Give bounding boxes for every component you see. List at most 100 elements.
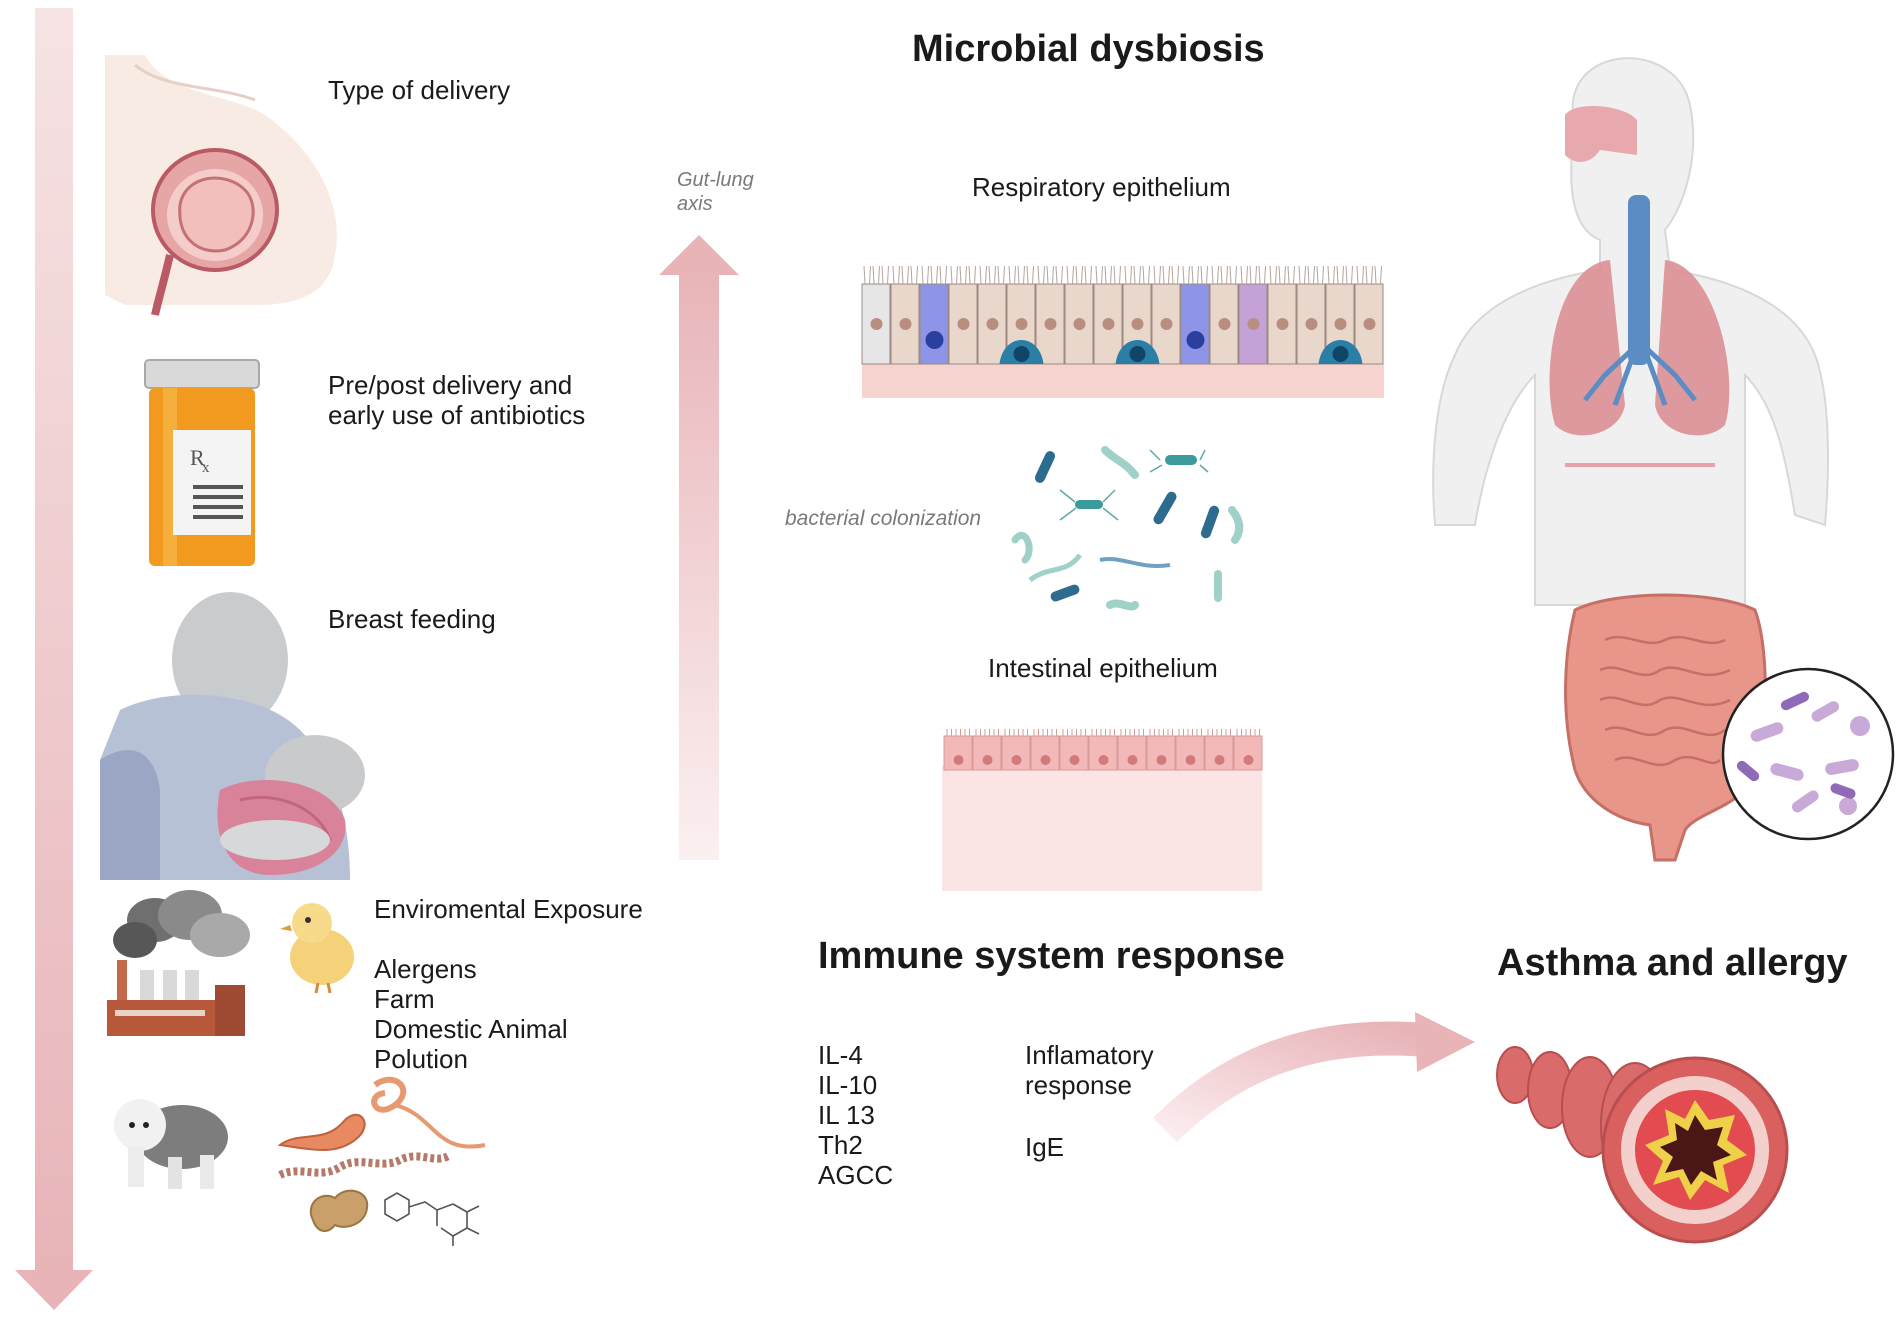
cytokine-item: IL 13 xyxy=(818,1100,875,1130)
cell-nucleus xyxy=(1073,318,1086,330)
cell-nucleus xyxy=(1129,346,1146,362)
cilia xyxy=(898,265,900,285)
cilia xyxy=(1043,265,1045,285)
cytokine-list: IL-4 IL-10 IL 13 Th2 AGCC xyxy=(818,1040,893,1190)
cilia xyxy=(1264,265,1266,285)
cilia xyxy=(1246,265,1248,285)
microbiome-circle-icon xyxy=(1721,667,1895,841)
respiratory-epithelium-label: Respiratory epithelium xyxy=(972,172,1231,202)
cilia xyxy=(878,265,880,285)
cilia xyxy=(887,265,889,285)
respiratory-epithelium-icon xyxy=(861,265,1384,398)
pill-bottle-icon: R x xyxy=(144,359,260,566)
cilia xyxy=(930,265,933,285)
cilia xyxy=(1119,265,1121,285)
cell-nucleus xyxy=(1131,318,1144,330)
cilia xyxy=(1171,265,1174,285)
intestinal-epithelium-icon xyxy=(942,729,1263,891)
type-of-delivery-label: Type of delivery xyxy=(328,75,511,105)
cilia xyxy=(945,265,947,285)
cell-nucleus xyxy=(1247,318,1260,330)
cilia xyxy=(1374,265,1377,285)
cilia xyxy=(1162,265,1165,285)
cilia xyxy=(1362,265,1364,285)
breast-feeding-label: Breast feeding xyxy=(328,604,496,634)
cilia xyxy=(1084,265,1087,285)
cilia xyxy=(1327,265,1330,285)
curved-arrow xyxy=(1152,1012,1475,1143)
environmental-item: Farm xyxy=(374,984,435,1014)
cell-nucleus xyxy=(1069,755,1080,765)
factory-icon xyxy=(107,890,250,1036)
cilia xyxy=(1191,265,1194,285)
cilia xyxy=(1026,265,1029,285)
cilia xyxy=(1220,265,1223,285)
environmental-items-list: Alergens Farm Domestic Animal Polution xyxy=(374,954,568,1074)
cilia xyxy=(965,265,967,285)
cilia xyxy=(1258,265,1261,285)
gut-lung-axis-label: Gut-lung axis xyxy=(677,169,754,215)
cilia xyxy=(1014,265,1016,285)
environmental-item: Domestic Animal xyxy=(374,1014,568,1044)
cell-nucleus xyxy=(1363,318,1376,330)
timeline-down-arrow xyxy=(15,8,93,1310)
cilia xyxy=(1356,265,1359,285)
environmental-exposure-heading: Enviromental Exposure xyxy=(374,894,643,924)
cilia xyxy=(1365,265,1368,285)
goblet-cell xyxy=(1180,283,1210,365)
cilia xyxy=(1351,265,1353,285)
pregnancy-icon xyxy=(105,55,337,316)
cilia xyxy=(1345,265,1348,285)
cilia xyxy=(1095,265,1098,285)
cell-nucleus xyxy=(870,318,883,330)
cilia xyxy=(1229,265,1232,285)
cilia xyxy=(1075,265,1078,285)
cilia xyxy=(956,265,958,285)
cilia xyxy=(1371,265,1373,285)
cilia xyxy=(1275,265,1277,285)
cell-nucleus xyxy=(1013,346,1030,362)
bacteria-icon xyxy=(1011,446,1244,611)
cilia xyxy=(950,265,953,285)
cytokine-item: IL-10 xyxy=(818,1070,878,1100)
cell-nucleus xyxy=(1127,755,1138,765)
cilia xyxy=(979,265,982,285)
cilia xyxy=(1197,265,1199,285)
antibiotics-label: Pre/post delivery and early use of antib… xyxy=(328,370,586,430)
cilia xyxy=(939,265,942,285)
cell-nucleus xyxy=(1186,331,1205,349)
cilia xyxy=(1023,265,1025,285)
cilia xyxy=(1133,265,1136,285)
human-body-icon xyxy=(1432,57,1829,606)
cilia xyxy=(997,265,1000,285)
cilia xyxy=(1188,265,1190,285)
cytokine-item: IL-4 xyxy=(818,1040,863,1070)
cilia xyxy=(916,265,918,285)
breastfeeding-icon xyxy=(100,592,365,880)
cilia xyxy=(1293,265,1295,285)
microbial-dysbiosis-title: Microbial dysbiosis xyxy=(912,28,1265,70)
cilia xyxy=(1003,265,1005,285)
cilia xyxy=(1072,265,1074,285)
cilia xyxy=(1159,265,1161,285)
cell-nucleus xyxy=(1015,318,1028,330)
gut-lung-up-arrow xyxy=(659,235,739,860)
cilia xyxy=(1153,265,1156,285)
cilia xyxy=(907,265,909,285)
parasites-icon xyxy=(277,1076,486,1179)
cilia xyxy=(1046,265,1049,285)
cilia xyxy=(1032,265,1034,285)
cell-nucleus xyxy=(957,318,970,330)
cilia xyxy=(1226,265,1228,285)
chick-icon xyxy=(280,903,354,994)
cilia xyxy=(1066,265,1069,285)
cell-nucleus xyxy=(1160,318,1173,330)
enterocyte-cell xyxy=(972,735,1002,771)
environmental-item: Alergens xyxy=(374,954,477,984)
cell-nucleus xyxy=(1276,318,1289,330)
cilia xyxy=(1090,265,1092,285)
cilia xyxy=(1336,265,1339,285)
cilia xyxy=(1182,265,1185,285)
cilia xyxy=(1113,265,1116,285)
cilia xyxy=(1055,265,1058,285)
